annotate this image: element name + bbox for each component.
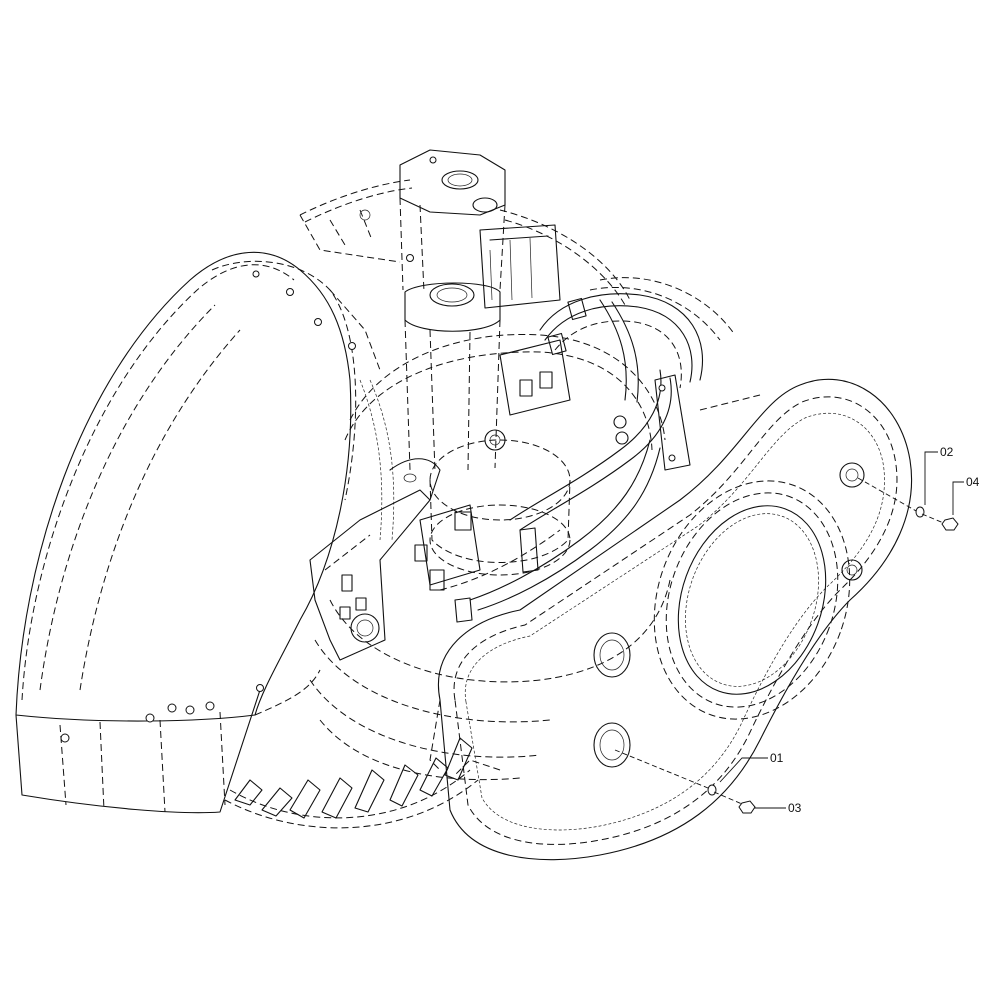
hydraulic-hoses — [439, 277, 736, 611]
callout-01-group: 01 — [614, 749, 784, 796]
callout-02-group: 02 — [857, 445, 954, 518]
callout-04: 04 — [966, 475, 980, 489]
upper-guard — [299, 179, 631, 306]
callout-04-group: 04 — [921, 475, 980, 531]
mounting-bracket — [309, 458, 441, 661]
callout-03: 03 — [788, 801, 802, 815]
column-tower — [399, 149, 506, 473]
fender-hood — [15, 251, 381, 814]
central-drum — [309, 333, 671, 781]
callout-02: 02 — [940, 445, 954, 459]
side-cover-plate — [429, 378, 913, 861]
callout-03-group: 03 — [713, 791, 802, 815]
valve-block — [414, 224, 629, 623]
cutter-teeth — [224, 737, 479, 829]
callout-01: 01 — [770, 751, 784, 765]
